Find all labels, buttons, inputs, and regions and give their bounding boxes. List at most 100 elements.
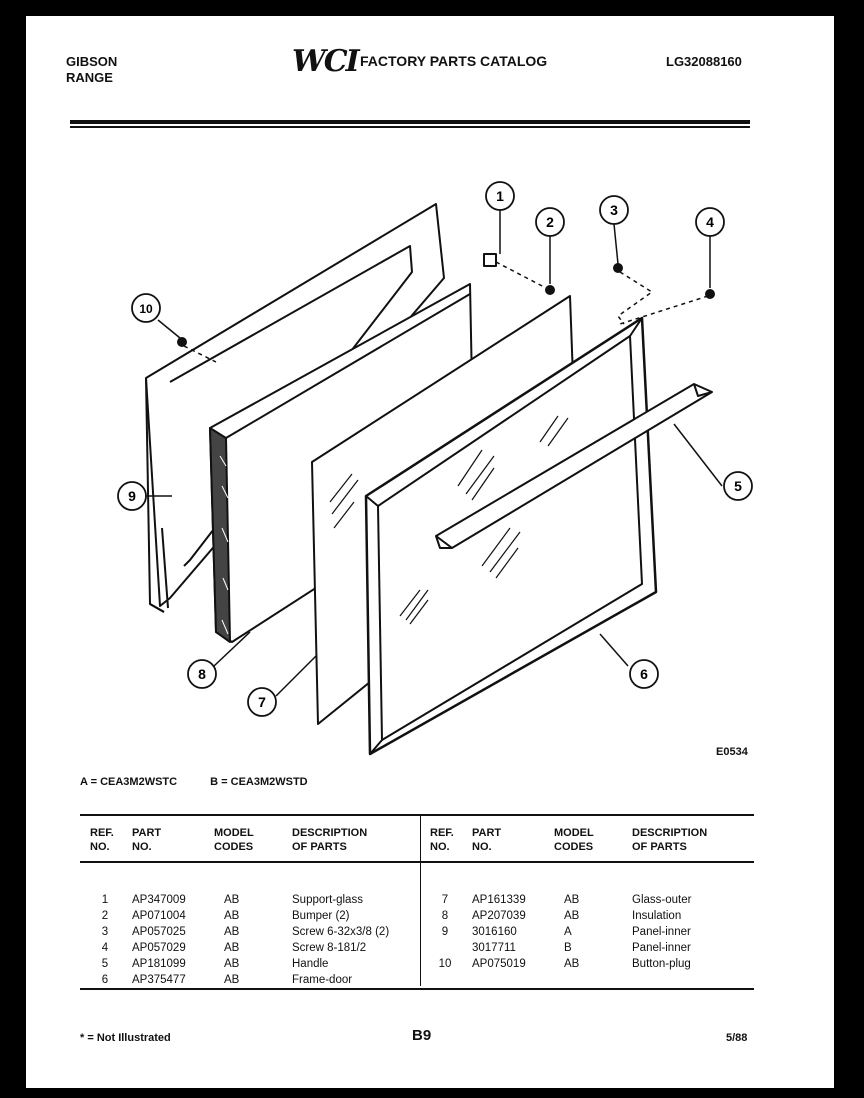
model-b: B = CEA3M2WSTD xyxy=(210,776,308,788)
callout-5: 5 xyxy=(723,471,753,501)
table-header-rule xyxy=(80,861,754,863)
callout-4: 4 xyxy=(695,207,725,237)
svg-text:4: 4 xyxy=(706,214,714,230)
header-ref: REF.NO. xyxy=(90,827,114,853)
callout-1: 1 xyxy=(485,181,515,211)
model-codes-cell: AB xyxy=(224,974,240,986)
callout-3: 3 xyxy=(599,195,629,225)
ref-cell: 7 xyxy=(441,894,449,906)
svg-text:8: 8 xyxy=(198,666,206,682)
table-row: 9 3016160 A Panel-inner xyxy=(420,924,754,940)
drawing-number: E0534 xyxy=(716,746,748,758)
description-cell: Insulation xyxy=(632,910,682,922)
ref-cell: 3 xyxy=(101,926,109,938)
callout-2: 2 xyxy=(535,207,565,237)
ref-cell: 5 xyxy=(101,958,109,970)
callout-6: 6 xyxy=(629,659,659,689)
brand-label: GIBSON RANGE xyxy=(66,54,117,86)
model-codes-cell: B xyxy=(564,942,572,954)
ref-cell: 6 xyxy=(101,974,109,986)
model-codes-cell: AB xyxy=(224,910,240,922)
description-cell: Screw 8-181/2 xyxy=(292,942,367,954)
description-cell: Screw 6-32x3/8 (2) xyxy=(292,926,390,938)
not-illustrated-note: * = Not Illustrated xyxy=(80,1032,171,1044)
header-ref-right: REF.NO. xyxy=(430,827,454,853)
callout-10: 10 xyxy=(131,293,161,323)
svg-text:2: 2 xyxy=(546,214,554,230)
description-cell: Support-glass xyxy=(292,894,363,906)
catalog-page: GIBSON RANGE WCI FACTORY PARTS CATALOG L… xyxy=(26,16,834,1088)
catalog-number: LG32088160 xyxy=(666,54,742,69)
model-legend: A = CEA3M2WSTC B = CEA3M2WSTD xyxy=(80,776,338,788)
catalog-title: FACTORY PARTS CATALOG xyxy=(360,53,548,69)
revision-date: 5/88 xyxy=(726,1032,748,1044)
part-number-cell: AP071004 xyxy=(132,910,186,922)
button-plug-part xyxy=(177,337,187,347)
part-number-cell: AP181099 xyxy=(132,958,186,970)
description-cell: Panel-inner xyxy=(632,942,691,954)
table-row: 4 AP057029 AB Screw 8-181/2 xyxy=(80,940,420,956)
svg-text:9: 9 xyxy=(128,488,136,504)
brand-line-1: GIBSON xyxy=(66,54,118,69)
svg-text:6: 6 xyxy=(640,666,648,682)
handle-part xyxy=(435,383,713,549)
svg-text:1: 1 xyxy=(496,188,504,204)
model-codes-cell: AB xyxy=(224,926,240,938)
model-codes-cell: AB xyxy=(224,958,240,970)
model-codes-cell: A xyxy=(564,926,572,938)
svg-text:5: 5 xyxy=(734,478,742,494)
part-number-cell: AP375477 xyxy=(132,974,186,986)
ref-cell: 8 xyxy=(441,910,449,922)
part-number-cell: 3016160 xyxy=(472,926,517,938)
model-codes-cell: AB xyxy=(224,942,240,954)
model-codes-cell: AB xyxy=(564,910,580,922)
description-cell: Glass-outer xyxy=(632,894,692,906)
ref-cell: 1 xyxy=(101,894,109,906)
part-number-cell: AP075019 xyxy=(472,958,526,970)
description-cell: Bumper (2) xyxy=(292,910,350,922)
svg-text:3: 3 xyxy=(610,202,618,218)
ref-cell: 9 xyxy=(441,926,449,938)
model-a: A = CEA3M2WSTC xyxy=(80,776,178,788)
brand-line-2: RANGE xyxy=(66,70,113,85)
door-frame-part xyxy=(364,316,658,756)
part-number-cell: AP347009 xyxy=(132,894,186,906)
model-codes-cell: AB xyxy=(224,894,240,906)
model-codes-cell: AB xyxy=(564,958,580,970)
support-glass-part xyxy=(483,253,497,267)
svg-text:7: 7 xyxy=(258,694,266,710)
model-codes-cell: AB xyxy=(564,894,580,906)
table-row: 3017711 B Panel-inner xyxy=(420,940,754,956)
description-cell: Frame-door xyxy=(292,974,353,986)
ref-cell: 10 xyxy=(438,958,452,970)
ref-cell: 4 xyxy=(101,942,109,954)
callout-8: 8 xyxy=(187,659,217,689)
header-rule-thin xyxy=(70,126,750,128)
callout-labels: 1 2 3 4 5 6 7 8 9 10 xyxy=(117,181,753,717)
part-number-cell: 3017711 xyxy=(472,942,516,954)
description-cell: Panel-inner xyxy=(632,926,691,938)
ref-cell: 2 xyxy=(101,910,109,922)
callout-9: 9 xyxy=(117,481,147,511)
header-rule-thick xyxy=(70,120,750,124)
table-row: 2 AP071004 AB Bumper (2) xyxy=(80,908,420,924)
bumper-part xyxy=(545,285,555,295)
part-number-cell: AP057029 xyxy=(132,942,186,954)
screw-short-part xyxy=(613,263,623,273)
table-row: 6 AP375477 AB Frame-door xyxy=(80,972,420,988)
table-row: 5 AP181099 AB Handle xyxy=(80,956,420,972)
table-divider xyxy=(420,816,421,986)
description-cell: Handle xyxy=(292,958,329,970)
page-number: B9 xyxy=(412,1027,432,1044)
